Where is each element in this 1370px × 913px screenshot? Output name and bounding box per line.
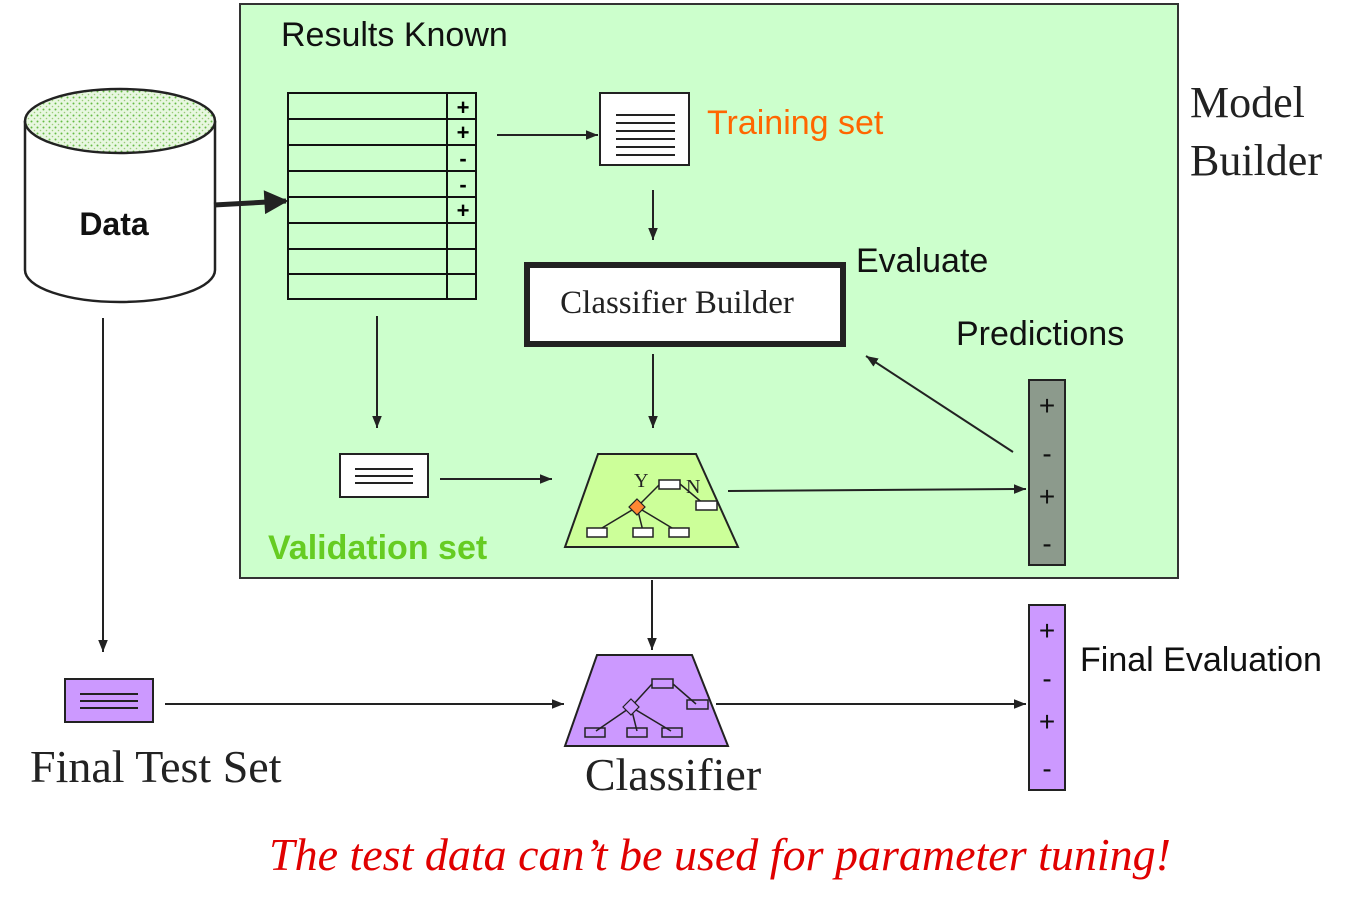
- final-evaluation-label: Final Evaluation: [1080, 641, 1322, 679]
- evaluate-label: Evaluate: [856, 242, 988, 280]
- evaluation-sign: -: [1042, 663, 1051, 694]
- prediction-sign: +: [1039, 390, 1055, 421]
- model-builder-label-line2: Builder: [1190, 136, 1322, 185]
- validation-set-label: Validation set: [268, 529, 487, 567]
- table-sign: -: [459, 172, 466, 197]
- table-sign: +: [457, 120, 470, 145]
- results-known-label: Results Known: [281, 16, 508, 54]
- evaluation-sign: +: [1039, 615, 1055, 646]
- classifier-builder-box: [524, 262, 846, 347]
- final-evaluation-bar: [1028, 604, 1066, 791]
- training-set-label: Training set: [707, 104, 884, 142]
- final-test-set-doc: [64, 678, 154, 723]
- tree-to-predictions-arrow: [727, 484, 1027, 494]
- classifier-label: Classifier: [585, 749, 761, 800]
- validation-classifier-tree: [563, 453, 740, 548]
- table-sign: -: [459, 146, 466, 171]
- footer-note: The test data can’t be used for paramete…: [269, 829, 1171, 880]
- validation-set-doc: [339, 453, 429, 498]
- final-test-set-label: Final Test Set: [30, 741, 282, 792]
- prediction-sign: -: [1042, 438, 1051, 469]
- table-sign: +: [457, 198, 470, 223]
- tree-no-label: N: [686, 476, 700, 498]
- evaluation-sign: +: [1039, 706, 1055, 737]
- final-classifier-tree: [563, 654, 730, 747]
- data-table: [287, 92, 477, 300]
- table-sign: +: [457, 95, 470, 120]
- evaluation-sign: -: [1042, 753, 1051, 784]
- predictions-bar: [1028, 379, 1066, 566]
- training-set-doc: [599, 92, 690, 166]
- predictions-label: Predictions: [956, 315, 1124, 353]
- classifier-builder-label: Classifier Builder: [560, 285, 794, 321]
- prediction-sign: +: [1039, 481, 1055, 512]
- model-builder-label-line1: Model: [1190, 78, 1305, 127]
- data-cylinder: [23, 87, 217, 304]
- tree-yes-label: Y: [634, 470, 648, 492]
- prediction-sign: -: [1042, 528, 1051, 559]
- data-label: Data: [79, 206, 149, 242]
- data-to-table-arrow: [213, 190, 289, 215]
- predictions-to-builder-arrow: [865, 355, 1014, 453]
